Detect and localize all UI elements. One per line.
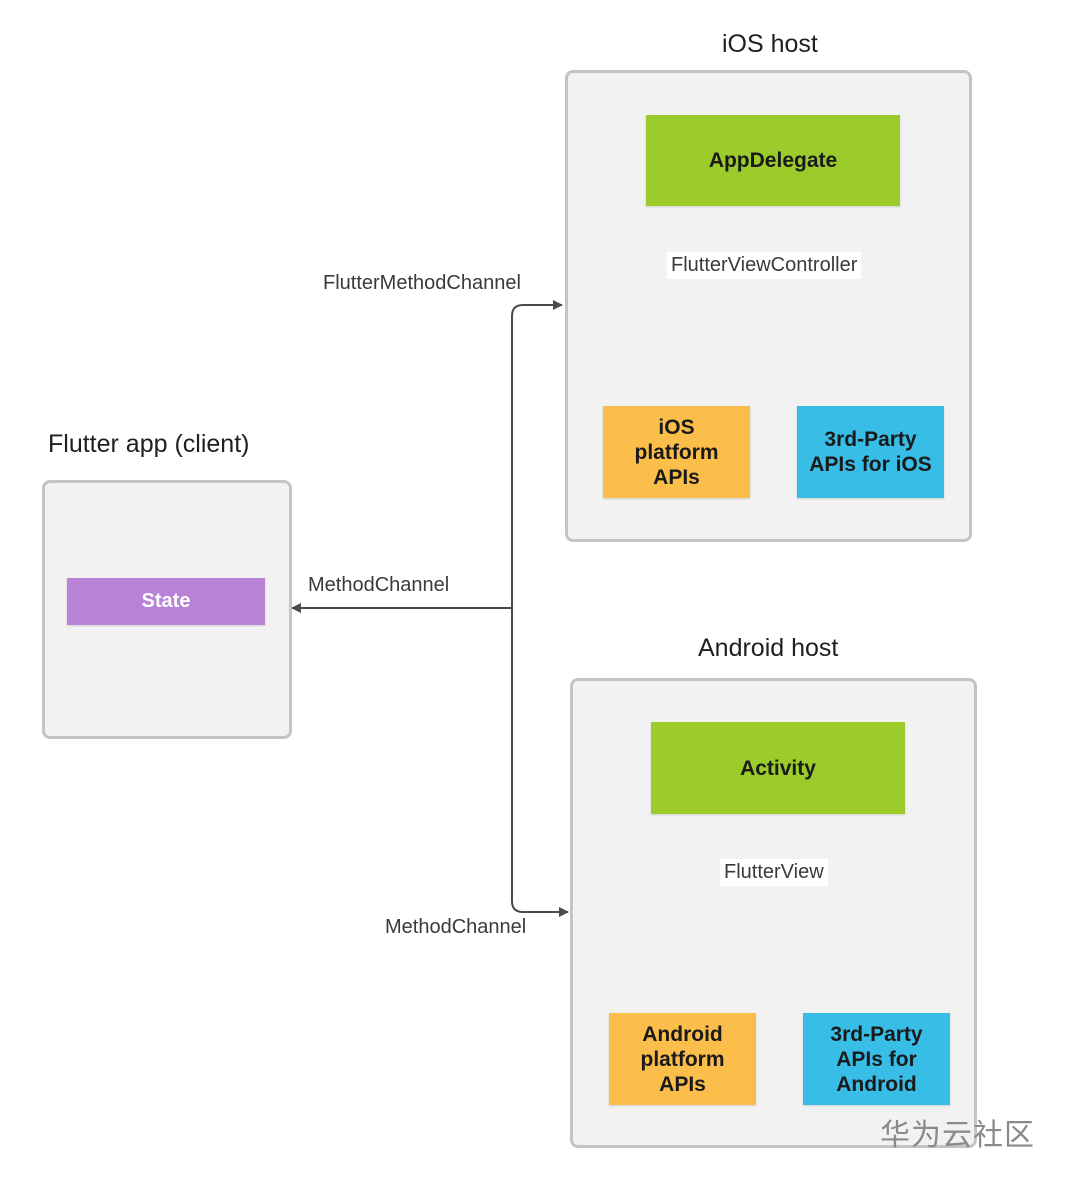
android-third-party-apis-box: 3rd-Party APIs for Android: [803, 1013, 950, 1105]
flutter-method-channel-label: FlutterMethodChannel: [323, 272, 521, 294]
trunk-to-android: [511, 600, 569, 917]
appdelegate-box: AppDelegate: [646, 115, 900, 206]
method-channel-label-flutter: MethodChannel: [308, 574, 450, 596]
method-channel-label-android: MethodChannel: [385, 916, 527, 938]
activity-box: Activity: [651, 722, 905, 814]
flutter-app-title: Flutter app (client): [48, 430, 250, 458]
ios-third-party-apis-box: 3rd-Party APIs for iOS: [797, 406, 944, 498]
state-box: State: [67, 578, 265, 625]
flutterviewcontroller-label: FlutterViewController: [667, 252, 862, 279]
flutterview-label: FlutterView: [720, 859, 828, 886]
android-platform-apis-box: Android platform APIs: [609, 1013, 756, 1105]
ios-platform-apis-box: iOS platform APIs: [603, 406, 750, 498]
android-host-title: Android host: [698, 634, 839, 662]
trunk-to-ios: [511, 300, 563, 600]
watermark-text: 华为云社区: [880, 1118, 1035, 1153]
ios-host-title: iOS host: [722, 30, 818, 58]
